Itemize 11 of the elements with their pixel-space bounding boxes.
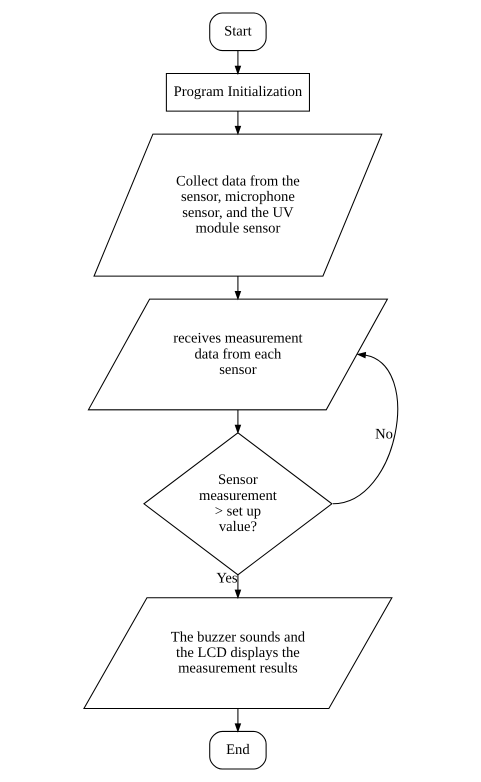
node-box: End	[208, 730, 266, 770]
arrow	[234, 276, 241, 300]
arrow	[234, 708, 241, 733]
arrow	[234, 50, 241, 76]
arrow	[234, 575, 241, 600]
arrow	[332, 352, 398, 504]
arrow	[234, 410, 241, 434]
node-box: Program Initialization	[165, 73, 310, 112]
arrow	[234, 111, 241, 136]
node-box: Start	[208, 12, 266, 52]
edge-label: No	[374, 426, 392, 443]
